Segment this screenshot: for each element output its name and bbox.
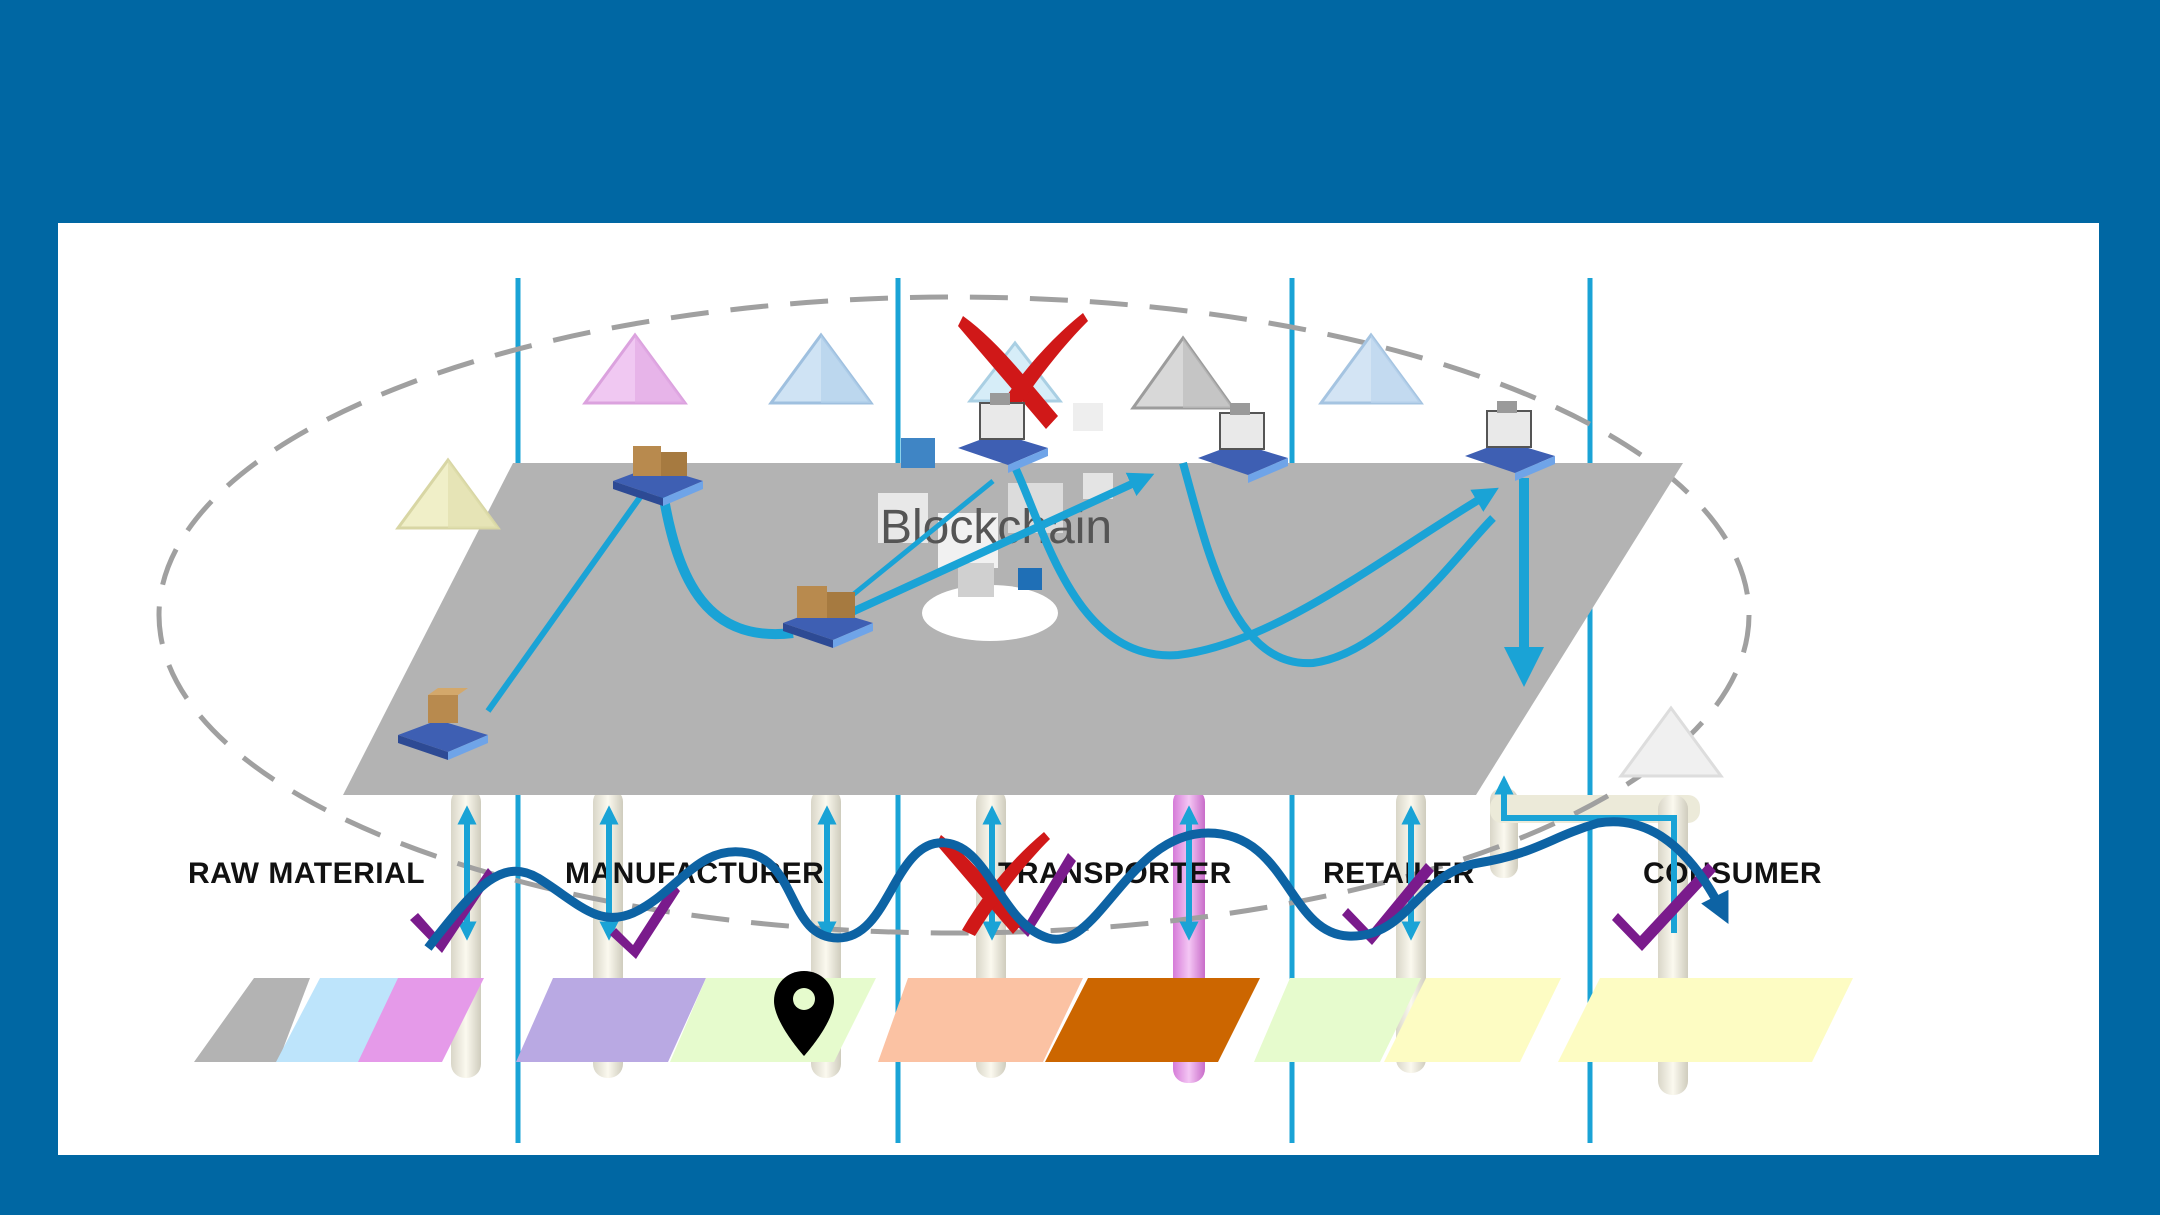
x-mark-stroke-1 — [958, 316, 1058, 429]
check-mark-icon — [1612, 863, 1716, 951]
product-journey-path — [424, 817, 1729, 951]
pallet-base — [398, 720, 488, 752]
machine-pallet-side — [1008, 448, 1048, 473]
blockchain-logo-base — [922, 585, 1058, 641]
pallet-box — [661, 452, 687, 476]
flow-transporter-loop — [1179, 461, 1496, 668]
x-mark-stroke-2 — [988, 313, 1088, 431]
cube-3 — [878, 493, 928, 543]
machine-pallet — [1465, 441, 1555, 473]
blockchain-flow-arrows — [485, 461, 1544, 713]
pallet-side — [833, 623, 873, 648]
machine-pallet — [1198, 443, 1288, 475]
record-tile-7 — [1045, 978, 1260, 1062]
record-tile-8 — [1254, 978, 1421, 1062]
x-mark-stroke-1 — [936, 835, 1024, 934]
pallet-side — [663, 481, 703, 506]
verify-arrow-consumer — [1494, 775, 1677, 933]
machine-pallet — [958, 433, 1048, 465]
machine-body — [1486, 410, 1532, 448]
pallet-side — [448, 735, 488, 760]
blockchain-logo: Blockchain — [878, 403, 1113, 641]
pallets — [398, 446, 873, 760]
pallet-boxes-icon — [398, 688, 488, 760]
pallet-box — [827, 592, 855, 618]
pallet-boxes-icon — [613, 446, 703, 506]
flow-manufacturer-loop — [658, 492, 794, 640]
pyramid-node-side — [635, 335, 685, 403]
machine-body — [979, 402, 1025, 440]
record-tile-4 — [516, 978, 706, 1062]
pyramid-node-icon — [768, 332, 874, 405]
pallet-front — [783, 623, 833, 648]
machine-pallet-side — [1248, 458, 1288, 483]
pyramid-node-icon — [1130, 335, 1236, 410]
record-tile-5 — [670, 978, 876, 1062]
stage-label-raw-material: RAW MATERIAL — [188, 857, 425, 890]
supply-chain-diagram: Blockchain — [156, 278, 1853, 1143]
flow-manufacturer-to-transporter — [826, 472, 1155, 627]
machines — [958, 393, 1555, 483]
location-pin-icon — [774, 971, 834, 1056]
pyramid-node-side — [1371, 335, 1421, 403]
pyramid-node-face — [1618, 705, 1724, 778]
pyramid-node-icon — [582, 332, 688, 405]
pallet-front — [613, 481, 663, 506]
machine-icon — [958, 393, 1048, 473]
machine-body — [1219, 412, 1265, 450]
pallet-boxes-icon — [783, 586, 873, 648]
cube-1 — [901, 438, 935, 468]
machine-icon — [1198, 403, 1288, 483]
check-marks — [410, 853, 1716, 959]
machine-top — [1230, 403, 1250, 415]
stage-label-consumer: CONSUMER — [1643, 857, 1822, 890]
location-pin-shape — [774, 971, 834, 1056]
pyramid-node-icon — [1318, 332, 1424, 405]
record-tile-1 — [194, 978, 310, 1062]
pallet-box — [633, 446, 661, 476]
machine-icon — [1465, 401, 1555, 481]
cube-6 — [958, 563, 994, 597]
machine-top — [1497, 401, 1517, 413]
record-tile-6 — [878, 978, 1083, 1062]
check-mark-icon — [1002, 853, 1076, 937]
flow-manufacturer-to-transporter-2 — [831, 479, 995, 613]
stage-label-transporter: TRANSPORTER — [998, 857, 1232, 890]
pallet-box — [797, 586, 827, 618]
flow-transporter-to-retailer — [1009, 461, 1499, 660]
blockchain-network-ellipse — [156, 294, 1752, 936]
check-mark-icon — [610, 883, 680, 959]
check-mark-icon — [1342, 863, 1434, 945]
pyramid-node-icon — [395, 457, 501, 530]
pyramid-node-side — [821, 335, 871, 403]
flow-raw-to-manufacturer — [485, 484, 651, 713]
record-tile-10 — [1558, 978, 1853, 1062]
pallet-box-top — [428, 688, 468, 695]
pyramid-node-icon — [1618, 705, 1724, 778]
cube-2 — [1073, 403, 1103, 431]
cube-7 — [1018, 568, 1042, 590]
pallet-front — [398, 735, 448, 760]
machine-top — [990, 393, 1010, 405]
check-mark-icon — [410, 868, 494, 953]
pyramid-node-side — [448, 460, 498, 528]
nodes — [395, 332, 1724, 778]
location-pin-hole — [793, 988, 815, 1010]
pyramid-node-side — [1183, 338, 1233, 408]
pallet-box — [428, 695, 458, 723]
record-tile-9 — [1384, 978, 1561, 1062]
x-mark-icon — [936, 832, 1050, 936]
x-mark-icon — [958, 313, 1088, 431]
record-tiles — [194, 978, 1853, 1062]
diagram-panel: Blockchain — [58, 223, 2099, 1155]
machine-pallet-side — [1515, 456, 1555, 481]
x-mark-stroke-2 — [962, 832, 1050, 936]
record-tile-3 — [358, 978, 484, 1062]
